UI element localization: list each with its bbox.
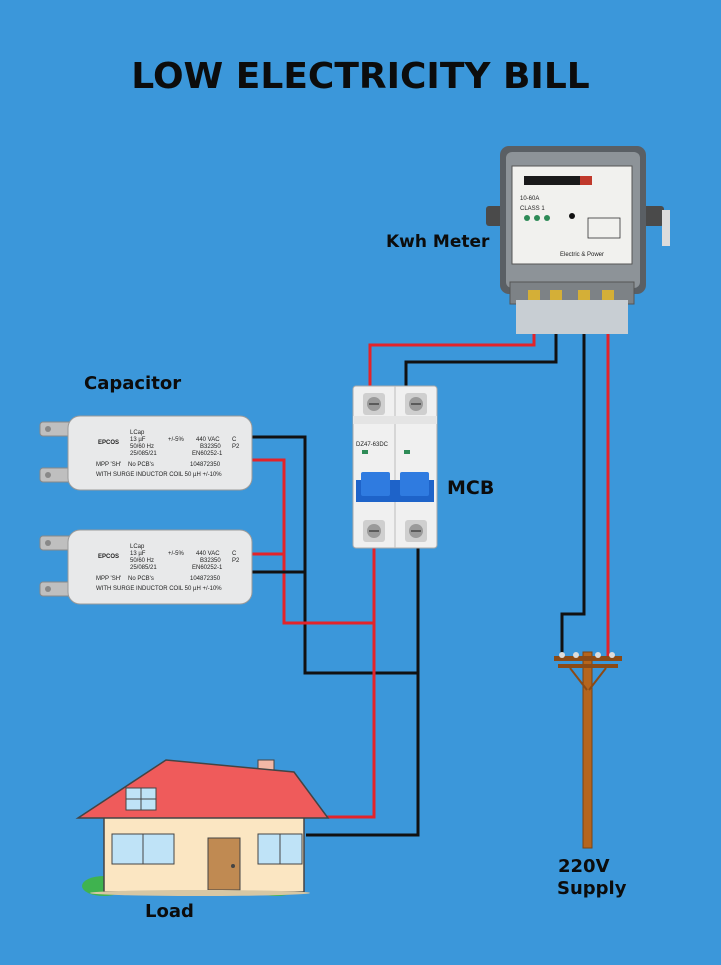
cap2-mpp: MPP 'SH' [96, 576, 121, 582]
cap2-tol: +/-5% [168, 551, 185, 557]
cap2-brand: EPCOS [98, 554, 119, 560]
cap2-std: EN60252-1 [192, 565, 223, 571]
cap2-line2: 13 µF [130, 551, 146, 557]
cap2-line4: 25/085/21 [130, 565, 157, 571]
meter-class-text: CLASS 1 [520, 206, 545, 212]
meter-footer-text: Electric & Power [560, 252, 604, 258]
mcb-model-text: DZ47-63DC [356, 442, 389, 448]
kwh-meter-label: Kwh Meter [386, 232, 490, 252]
cap1-batch: 104872350 [190, 462, 221, 468]
cap1-code: B32350 [200, 444, 221, 450]
mcb-label: MCB [447, 477, 495, 499]
cap2-c: C [232, 551, 237, 557]
capacitor-label: Capacitor [84, 373, 182, 394]
cap1-line2: 13 µF [130, 437, 146, 443]
capacitor-1: EPCOS LCap 13 µF 50/60 Hz 25/085/21 +/-5… [39, 415, 253, 491]
cap2-batch: 104872350 [190, 576, 221, 582]
cap1-neutral-wire [247, 435, 418, 675]
cap2-code: B32350 [200, 558, 221, 564]
cap1-vac: 440 VAC [196, 437, 220, 443]
utility-pole [554, 651, 622, 849]
kwh-meter: 10-60A CLASS 1 Electric & Power [486, 146, 670, 334]
cap1-line1: LCap [130, 430, 145, 436]
house-load [75, 759, 330, 896]
mcb-to-load-neutral-wire [306, 532, 420, 837]
cap1-c: C [232, 437, 237, 443]
cap1-tol: +/-5% [168, 437, 185, 443]
supply-label-voltage: 220V [558, 856, 610, 877]
supply-label-text: Supply [557, 878, 627, 899]
cap2-vac: 440 VAC [196, 551, 220, 557]
cap2-pcb: No PCB's [128, 576, 154, 582]
cap2-line3: 50/60 Hz [130, 558, 154, 564]
cap1-std: EN60252-1 [192, 451, 223, 457]
diagram-title: LOW ELECTRICITY BILL [131, 56, 590, 97]
capacitor-2: EPCOS LCap 13 µF 50/60 Hz 25/085/21 +/-5… [39, 529, 253, 605]
cap2-line1: LCap [130, 544, 145, 550]
cap2-surge: WITH SURGE INDUCTOR COIL 50 µH +/-10% [96, 586, 222, 592]
cap1-pcb: No PCB's [128, 462, 154, 468]
load-label: Load [145, 901, 194, 922]
mcb-to-load-live-wire [306, 532, 376, 819]
meter-rating-text: 10-60A [520, 196, 539, 202]
cap1-live-wire [247, 458, 374, 625]
cap1-p2: P2 [232, 444, 240, 450]
cap1-surge: WITH SURGE INDUCTOR COIL 50 µH +/-10% [96, 472, 222, 478]
meter-to-mcb-live-wire [368, 295, 536, 400]
mcb-breaker: DZ47-63DC [352, 385, 438, 549]
cap2-p2: P2 [232, 558, 240, 564]
meter-to-pole-neutral-wire [560, 295, 586, 660]
cap1-mpp: MPP 'SH' [96, 462, 121, 468]
cap1-line4: 25/085/21 [130, 451, 157, 457]
cap1-line3: 50/60 Hz [130, 444, 154, 450]
cap1-brand: EPCOS [98, 440, 119, 446]
